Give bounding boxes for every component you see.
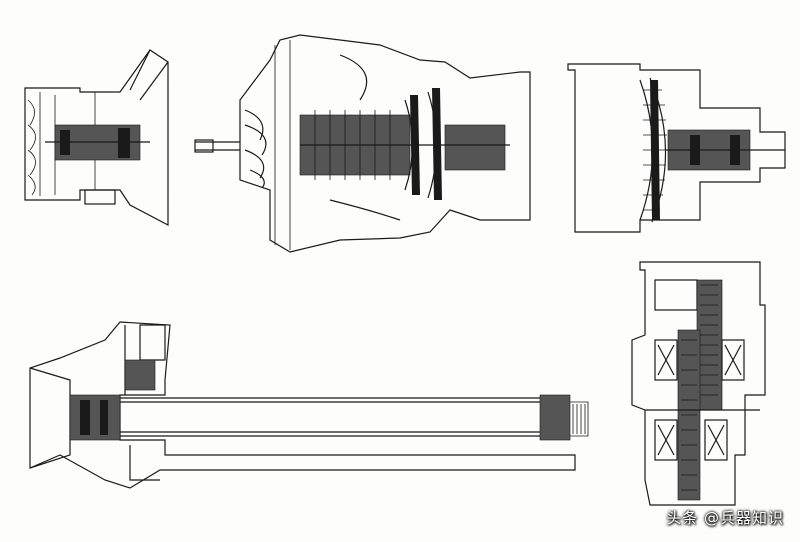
figure-reduction-gearbox	[631, 261, 766, 506]
figure-inlet-compressor	[24, 49, 169, 226]
figure-power-turbine	[567, 63, 786, 233]
figure-output-shaft	[29, 321, 589, 489]
watermark-text: 头条 @兵器知识	[666, 509, 784, 527]
figure-turboshaft-core	[194, 34, 531, 253]
